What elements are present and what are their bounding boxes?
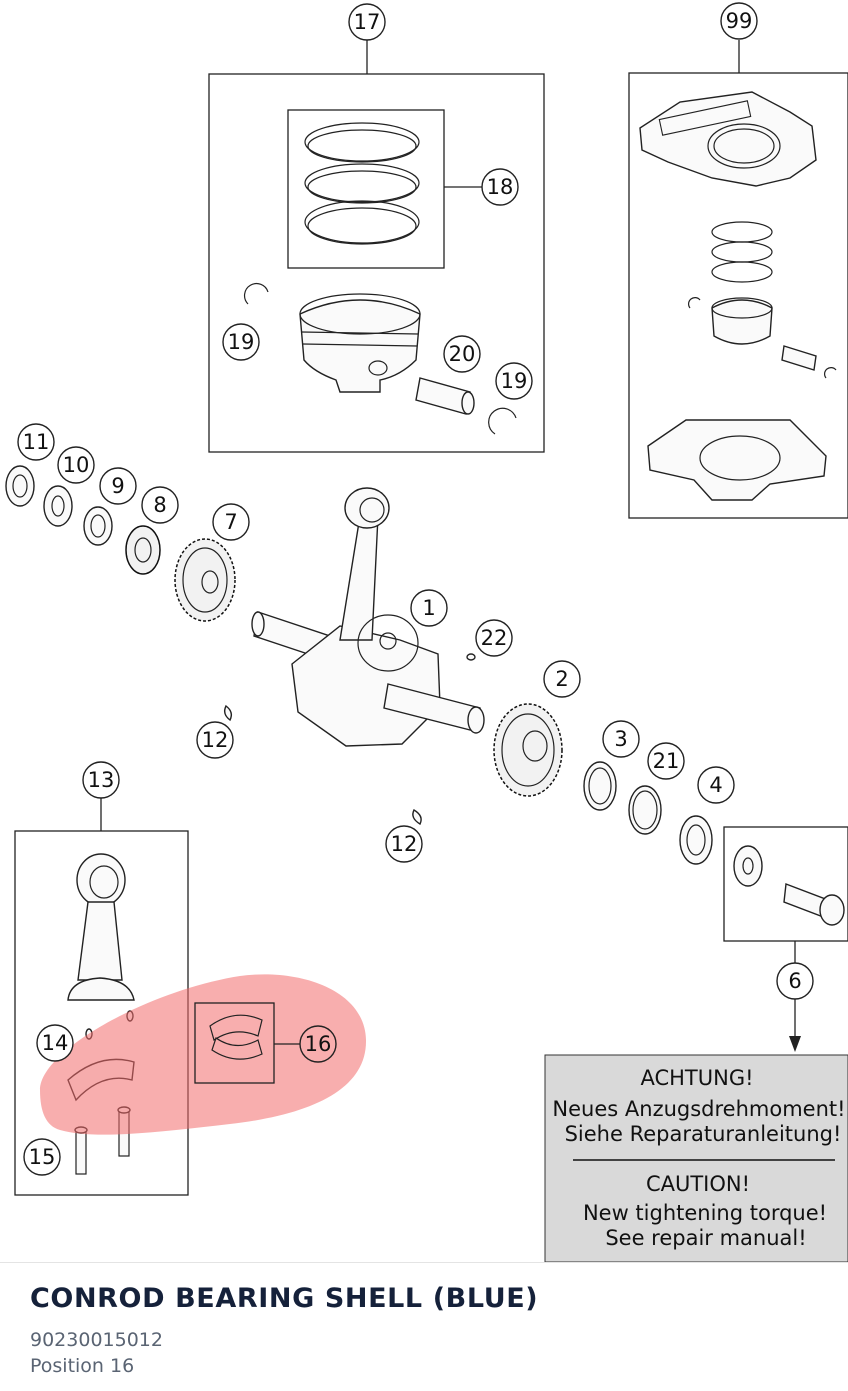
top-end-kit-box[interactable] bbox=[628, 40, 848, 519]
svg-text:20: 20 bbox=[449, 342, 476, 366]
callout-20[interactable]: 20 bbox=[443, 335, 481, 373]
svg-text:19: 19 bbox=[501, 369, 528, 393]
callout-16[interactable]: 16 bbox=[299, 1025, 337, 1063]
svg-text:12: 12 bbox=[391, 832, 418, 856]
svg-text:14: 14 bbox=[42, 1031, 69, 1055]
svg-text:18: 18 bbox=[487, 175, 514, 199]
svg-text:12: 12 bbox=[202, 728, 229, 752]
svg-text:2: 2 bbox=[555, 667, 568, 691]
circlip-right bbox=[488, 407, 517, 435]
svg-text:6: 6 bbox=[788, 969, 801, 993]
callout-12-upper[interactable]: 12 bbox=[196, 721, 234, 759]
callout-6[interactable]: 6 bbox=[776, 962, 814, 1000]
callout-18[interactable]: 18 bbox=[481, 168, 519, 206]
callout-19-left[interactable]: 19 bbox=[222, 323, 260, 361]
head-gasket bbox=[639, 91, 817, 187]
right-side-parts bbox=[493, 703, 713, 865]
caution-de-line1: Neues Anzugsdrehmoment! bbox=[552, 1097, 845, 1121]
circlip-left bbox=[244, 283, 269, 305]
piston-rings bbox=[304, 122, 420, 245]
caution-en-heading: CAUTION! bbox=[646, 1172, 750, 1196]
piston-pin bbox=[415, 377, 475, 415]
part-info-footer: CONROD BEARING SHELL (BLUE) 90230015012 … bbox=[0, 1262, 848, 1391]
svg-text:22: 22 bbox=[481, 626, 508, 650]
piston-group-box[interactable] bbox=[208, 40, 545, 453]
svg-text:3: 3 bbox=[614, 727, 627, 751]
callout-22[interactable]: 22 bbox=[475, 619, 513, 657]
part-number: 90230015012 bbox=[30, 1329, 163, 1351]
highlight-region bbox=[40, 974, 367, 1135]
kit-piston bbox=[688, 297, 837, 379]
svg-text:7: 7 bbox=[224, 510, 237, 534]
svg-text:99: 99 bbox=[726, 9, 753, 33]
conrod-group-box[interactable] bbox=[14, 798, 189, 1196]
key-12-lower bbox=[412, 809, 422, 825]
callout-2[interactable]: 2 bbox=[543, 660, 581, 698]
callout-7[interactable]: 7 bbox=[212, 503, 250, 541]
callout-8[interactable]: 8 bbox=[141, 486, 179, 524]
key-12-upper bbox=[223, 704, 233, 722]
callout-11[interactable]: 11 bbox=[17, 423, 55, 461]
caution-en-line1: New tightening torque! bbox=[583, 1201, 827, 1225]
bolt-group-box[interactable] bbox=[723, 826, 848, 1052]
callout-10[interactable]: 10 bbox=[57, 446, 95, 484]
callout-15[interactable]: 15 bbox=[23, 1138, 61, 1176]
callout-19-right[interactable]: 19 bbox=[495, 362, 533, 400]
kit-rings bbox=[711, 221, 773, 283]
part-name: CONROD BEARING SHELL (BLUE) bbox=[30, 1283, 539, 1314]
svg-text:19: 19 bbox=[228, 330, 255, 354]
callout-17[interactable]: 17 bbox=[348, 3, 386, 41]
caution-de-heading: ACHTUNG! bbox=[640, 1066, 753, 1090]
callout-1[interactable]: 1 bbox=[410, 589, 448, 627]
callout-14[interactable]: 14 bbox=[36, 1024, 74, 1062]
svg-text:16: 16 bbox=[305, 1032, 332, 1056]
exploded-parts-diagram: ACHTUNG! Neues Anzugsdrehmoment! Siehe R… bbox=[5, 2, 848, 1262]
svg-text:15: 15 bbox=[29, 1145, 56, 1169]
svg-text:1: 1 bbox=[422, 596, 435, 620]
bearing-shell-box[interactable] bbox=[194, 1002, 300, 1084]
callout-12-lower[interactable]: 12 bbox=[385, 825, 423, 863]
pin-22 bbox=[466, 653, 476, 661]
callout-21[interactable]: 21 bbox=[647, 742, 685, 780]
callout-99[interactable]: 99 bbox=[720, 2, 758, 40]
caution-de-line2: Siehe Reparaturanleitung! bbox=[565, 1122, 842, 1146]
crankshaft bbox=[251, 487, 485, 747]
callout-9[interactable]: 9 bbox=[99, 467, 137, 505]
svg-text:13: 13 bbox=[88, 768, 115, 792]
svg-text:21: 21 bbox=[653, 749, 680, 773]
part-position: Position 16 bbox=[30, 1355, 135, 1377]
svg-text:11: 11 bbox=[23, 430, 50, 454]
svg-text:9: 9 bbox=[111, 474, 124, 498]
caution-box: ACHTUNG! Neues Anzugsdrehmoment! Siehe R… bbox=[544, 1054, 848, 1262]
svg-text:17: 17 bbox=[354, 10, 381, 34]
caution-en-line2: See repair manual! bbox=[605, 1226, 806, 1250]
svg-text:8: 8 bbox=[153, 493, 166, 517]
callout-3[interactable]: 3 bbox=[602, 720, 640, 758]
callout-4[interactable]: 4 bbox=[697, 766, 735, 804]
piston bbox=[299, 293, 421, 393]
conrod bbox=[67, 853, 135, 1001]
base-gasket bbox=[647, 419, 827, 501]
svg-text:4: 4 bbox=[709, 773, 722, 797]
svg-text:10: 10 bbox=[63, 453, 90, 477]
left-side-parts bbox=[5, 465, 236, 622]
callout-13[interactable]: 13 bbox=[82, 761, 120, 799]
